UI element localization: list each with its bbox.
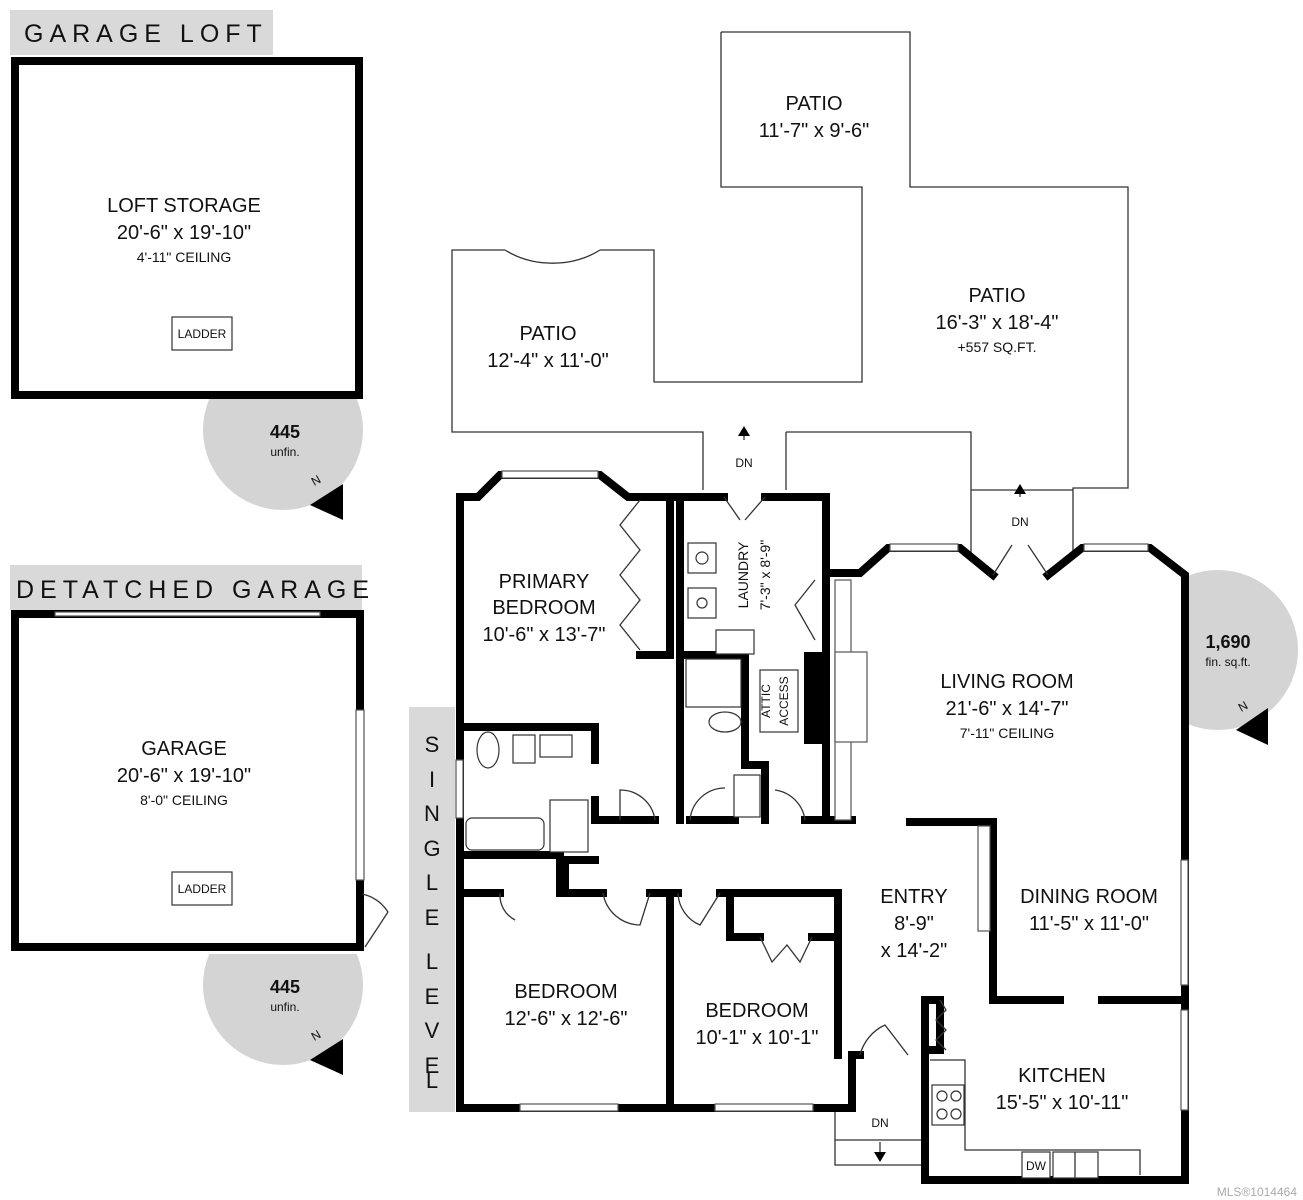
primary-bedroom-label-2: BEDROOM xyxy=(492,597,595,619)
svg-text:DN: DN xyxy=(871,1116,888,1130)
single-level-band xyxy=(409,707,455,1112)
garage-loft-header: GARAGE LOFT xyxy=(24,20,268,48)
stove-icon xyxy=(931,1084,965,1126)
svg-text:unfin.: unfin. xyxy=(270,445,299,459)
loft-ladder-label: LADDER xyxy=(178,327,227,341)
svg-text:L: L xyxy=(426,870,438,895)
bedroom-left-dims: 12'-6" x 12'-6" xyxy=(504,1008,627,1030)
svg-text:L: L xyxy=(426,1068,438,1093)
detached-garage-header: DETATCHED GARAGE xyxy=(16,576,375,604)
bedroom-mid-dims: 10'-1" x 10'-1" xyxy=(695,1027,818,1049)
north-arrow-icon xyxy=(310,484,343,520)
patio-top-dims: 11'-7" x 9'-6" xyxy=(759,120,869,142)
loft-ladder-box xyxy=(171,316,233,351)
svg-text:E: E xyxy=(425,905,440,930)
svg-text:445: 445 xyxy=(270,977,300,997)
garage-ladder-box xyxy=(171,871,233,906)
svg-text:E: E xyxy=(425,1053,440,1078)
svg-text:ACCESS: ACCESS xyxy=(777,676,791,725)
stairs-arrow-laundry: DN xyxy=(735,426,753,470)
entry-dims-2: x 14'-2" xyxy=(881,940,948,962)
garage-dims: 20'-6" x 19'-10" xyxy=(117,765,251,787)
garage-label: GARAGE xyxy=(141,738,227,760)
living-room-dims: 21'-6" x 14'-7" xyxy=(945,698,1068,720)
house-area-badge: 1,690 fin. sq.ft. N xyxy=(1130,560,1298,745)
svg-text:unfin.: unfin. xyxy=(270,1000,299,1014)
bathtub-icon xyxy=(465,817,545,851)
garage-ladder-label: LADDER xyxy=(178,882,227,896)
svg-text:S: S xyxy=(425,732,440,757)
patio-left-dims: 12'-4" x 11'-0" xyxy=(487,350,609,372)
kitchen-dims: 15'-5" x 10'-11" xyxy=(996,1092,1129,1114)
primary-bedroom-dims: 10'-6" x 13'-7" xyxy=(482,624,605,646)
garage-ceiling: 8'-0" CEILING xyxy=(140,792,228,808)
svg-text:G: G xyxy=(423,836,440,861)
toilet-icon xyxy=(476,731,500,769)
patio-right-dims: 16'-3" x 18'-4" xyxy=(935,312,1058,334)
house-fixtures: ATTIC ACCESS DW xyxy=(465,542,1141,1179)
svg-text:DW: DW xyxy=(1026,1159,1047,1173)
patio-left-label: PATIO xyxy=(519,323,576,345)
entry-dims-1: 8'-9" xyxy=(894,913,934,935)
house-windows xyxy=(455,470,1189,1112)
living-room-label: LIVING ROOM xyxy=(940,671,1073,693)
primary-bedroom-label: PRIMARY xyxy=(499,571,590,593)
svg-text:L: L xyxy=(426,949,438,974)
living-room-ceiling: 7'-11" CEILING xyxy=(960,725,1055,741)
loft-walls xyxy=(11,57,363,399)
loft-area-badge: 445 unfin. N xyxy=(190,340,365,520)
dishwasher-box xyxy=(1021,1151,1051,1179)
svg-text:I: I xyxy=(429,767,435,792)
fireplace-icon xyxy=(804,652,828,744)
bedroom-left-label: BEDROOM xyxy=(514,981,617,1003)
svg-text:1,690: 1,690 xyxy=(1205,632,1250,652)
sink-icon xyxy=(539,734,573,758)
garage-walls xyxy=(11,610,389,951)
detached-garage-header-band xyxy=(10,565,362,610)
stairs-arrow-living: DN xyxy=(1011,484,1029,529)
patio-right-label: PATIO xyxy=(968,285,1025,307)
svg-text:fin. sq.ft.: fin. sq.ft. xyxy=(1205,655,1250,669)
entry-label: ENTRY xyxy=(880,886,947,908)
svg-text:N: N xyxy=(424,801,440,826)
house-doors xyxy=(500,496,1049,1056)
sink-icon xyxy=(733,774,761,818)
patio-top-label: PATIO xyxy=(785,93,842,115)
mls-watermark: MLS®1014464 xyxy=(1217,1185,1298,1199)
shower-icon xyxy=(685,658,742,708)
attic-access-box xyxy=(759,669,799,733)
toilet-icon xyxy=(708,711,742,733)
svg-text:ATTIC: ATTIC xyxy=(759,684,773,718)
kitchen-label: KITCHEN xyxy=(1018,1065,1106,1087)
stairs-arrow-entry: DN xyxy=(834,1110,922,1166)
svg-text:E: E xyxy=(425,984,440,1009)
loft-storage-dims: 20'-6" x 19'-10" xyxy=(117,222,251,244)
svg-text:V: V xyxy=(425,1018,440,1043)
garage-area-badge: 445 unfin. N xyxy=(190,896,365,1075)
patio-outlines xyxy=(451,31,1129,560)
patio-right-area: +557 SQ.FT. xyxy=(958,339,1037,355)
laundry-dims: 7'-3" x 8'-9" xyxy=(757,540,773,611)
dining-room-label: DINING ROOM xyxy=(1020,886,1158,908)
laundry-label: LAUNDRY xyxy=(735,541,751,608)
loft-storage-ceiling: 4'-11" CEILING xyxy=(137,249,232,265)
garage-loft-header-band xyxy=(10,10,273,55)
bedroom-mid-label: BEDROOM xyxy=(705,1000,808,1022)
svg-text:DN: DN xyxy=(1011,515,1028,529)
north-arrow-icon xyxy=(1236,708,1268,745)
svg-text:445: 445 xyxy=(270,422,300,442)
loft-storage-label: LOFT STORAGE xyxy=(107,195,261,217)
dining-room-dims: 11'-5" x 11'-0" xyxy=(1029,913,1149,935)
north-arrow-icon xyxy=(310,1039,343,1075)
svg-text:DN: DN xyxy=(735,456,752,470)
single-level-label: S I N G L E L E V E L xyxy=(423,732,440,1093)
